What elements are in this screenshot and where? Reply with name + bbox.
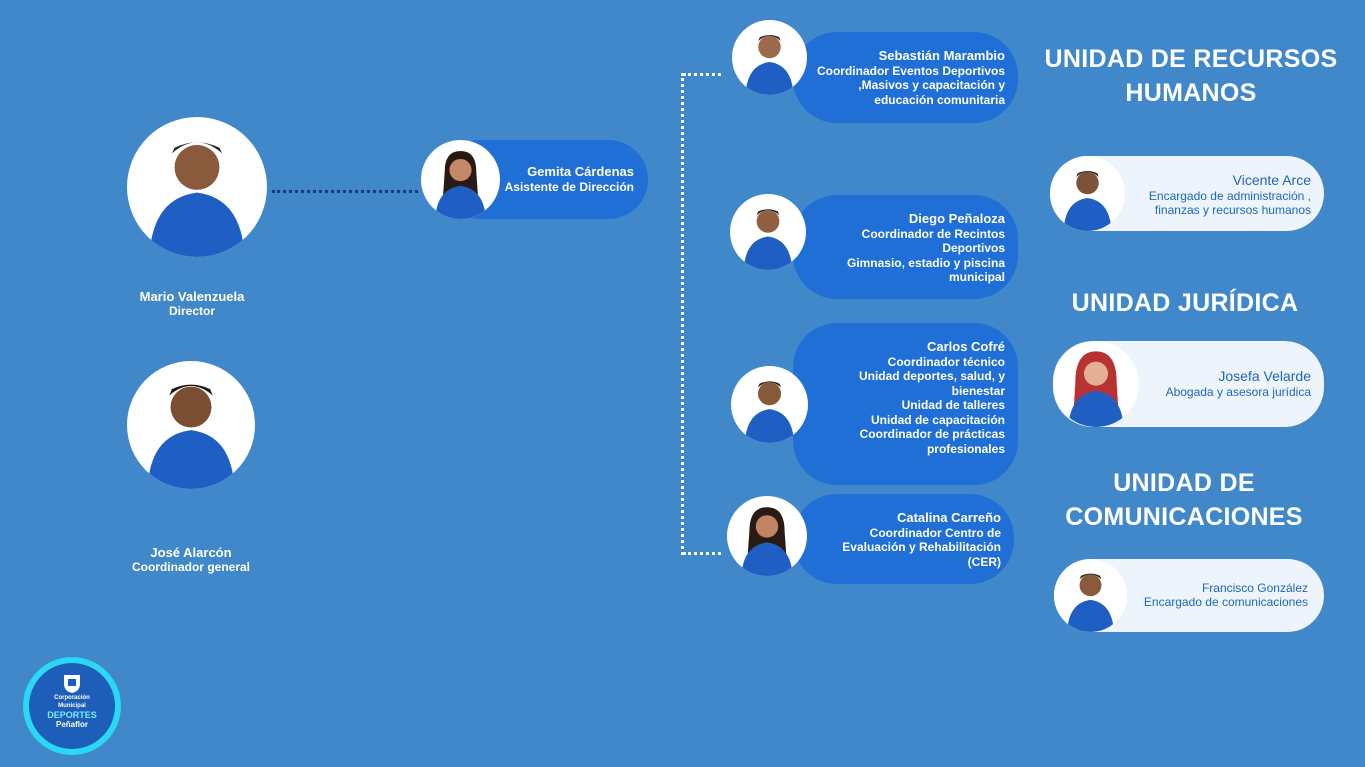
logo-line-1: Corporación <box>54 695 90 701</box>
person-photo-icon <box>744 381 795 443</box>
director-label: Mario Valenzuela Director <box>97 289 287 319</box>
coordinator-avatar-0 <box>732 20 807 95</box>
unit-person-avatar-1 <box>1053 341 1139 427</box>
coordinator-name: Carlos Cofré <box>926 339 1005 354</box>
assistant-avatar <box>421 140 500 219</box>
person-photo-icon <box>743 209 793 270</box>
person-photo-icon <box>147 384 235 489</box>
coordinator-name: Sebastián Marambio <box>878 48 1005 63</box>
coordinator-card-0: Sebastián Marambio Coordinador Eventos D… <box>793 32 1018 123</box>
coordinator-role: Coordinador técnico Unidad deportes, sal… <box>858 354 1005 456</box>
logo-line-2: Municipal <box>58 703 86 709</box>
director-avatar <box>127 117 267 257</box>
coordinator-role: Coordinador Eventos Deportivos ,Masivos … <box>816 63 1005 107</box>
director-assistant-connector <box>272 190 418 193</box>
shield-crest-icon <box>64 675 80 693</box>
person-photo-icon <box>1063 171 1112 231</box>
general-coordinator-name: José Alarcón <box>150 545 232 560</box>
unit-person-role: Encargado de administración , finanzas y… <box>1148 189 1311 217</box>
director-role: Director <box>168 304 215 318</box>
coordinator-name: Catalina Carreño <box>896 510 1001 525</box>
unit-title-2: UNIDAD DE COMUNICACIONES <box>1065 469 1303 531</box>
coordinator-card-1: Diego Peñaloza Coordinador de Recintos D… <box>793 195 1018 299</box>
assistant-role: Asistente de Dirección <box>504 179 634 194</box>
logo-line-4: Peñaflor <box>55 720 88 729</box>
assistant-name: Gemita Cárdenas <box>527 164 634 179</box>
coordinator-card-2: Carlos Cofré Coordinador técnico Unidad … <box>793 323 1018 485</box>
unit-person-role: Abogada y asesora jurídica <box>1165 385 1311 399</box>
coordinator-role: Coordinador Centro de Evaluación y Rehab… <box>842 525 1001 569</box>
coordinators-top-connector <box>683 73 721 76</box>
unit-person-name: Francisco González <box>1201 581 1308 595</box>
unit-person-avatar-0 <box>1050 156 1125 231</box>
coordinator-role: Coordinador de Recintos Deportivos Gimna… <box>846 226 1005 285</box>
unit-title-1: UNIDAD JURÍDICA <box>1071 289 1299 317</box>
person-photo-icon <box>745 35 794 95</box>
person-photo-icon <box>1068 351 1124 427</box>
unit-person-name: Vicente Arce <box>1232 172 1311 188</box>
coordinators-vertical-connector <box>681 73 684 555</box>
unit-person-avatar-2 <box>1054 559 1127 632</box>
coordinators-bottom-connector <box>683 552 721 555</box>
unit-person-name: Josefa Velarde <box>1218 368 1311 384</box>
logo-line-3: DEPORTES <box>47 710 97 720</box>
general-coordinator-label: José Alarcón Coordinador general <box>96 545 286 575</box>
director-name: Mario Valenzuela <box>139 289 245 304</box>
person-photo-icon <box>149 142 245 257</box>
person-photo-icon <box>1067 573 1114 632</box>
person-photo-icon <box>435 151 486 219</box>
coordinator-avatar-3 <box>727 496 807 576</box>
corporation-logo: Corporación Municipal DEPORTES Peñaflor <box>23 657 121 755</box>
unit-person-role: Encargado de comunicaciones <box>1143 595 1308 609</box>
coordinator-name: Diego Peñaloza <box>908 211 1005 226</box>
person-photo-icon <box>741 507 793 576</box>
coordinator-avatar-2 <box>731 366 808 443</box>
general-coordinator-role: Coordinador general <box>131 560 250 574</box>
general-coordinator-avatar <box>127 361 255 489</box>
unit-title-0: UNIDAD DE RECURSOS HUMANOS <box>1044 45 1338 107</box>
coordinator-card-3: Catalina Carreño Coordinador Centro de E… <box>793 494 1014 584</box>
coordinator-avatar-1 <box>730 194 806 270</box>
